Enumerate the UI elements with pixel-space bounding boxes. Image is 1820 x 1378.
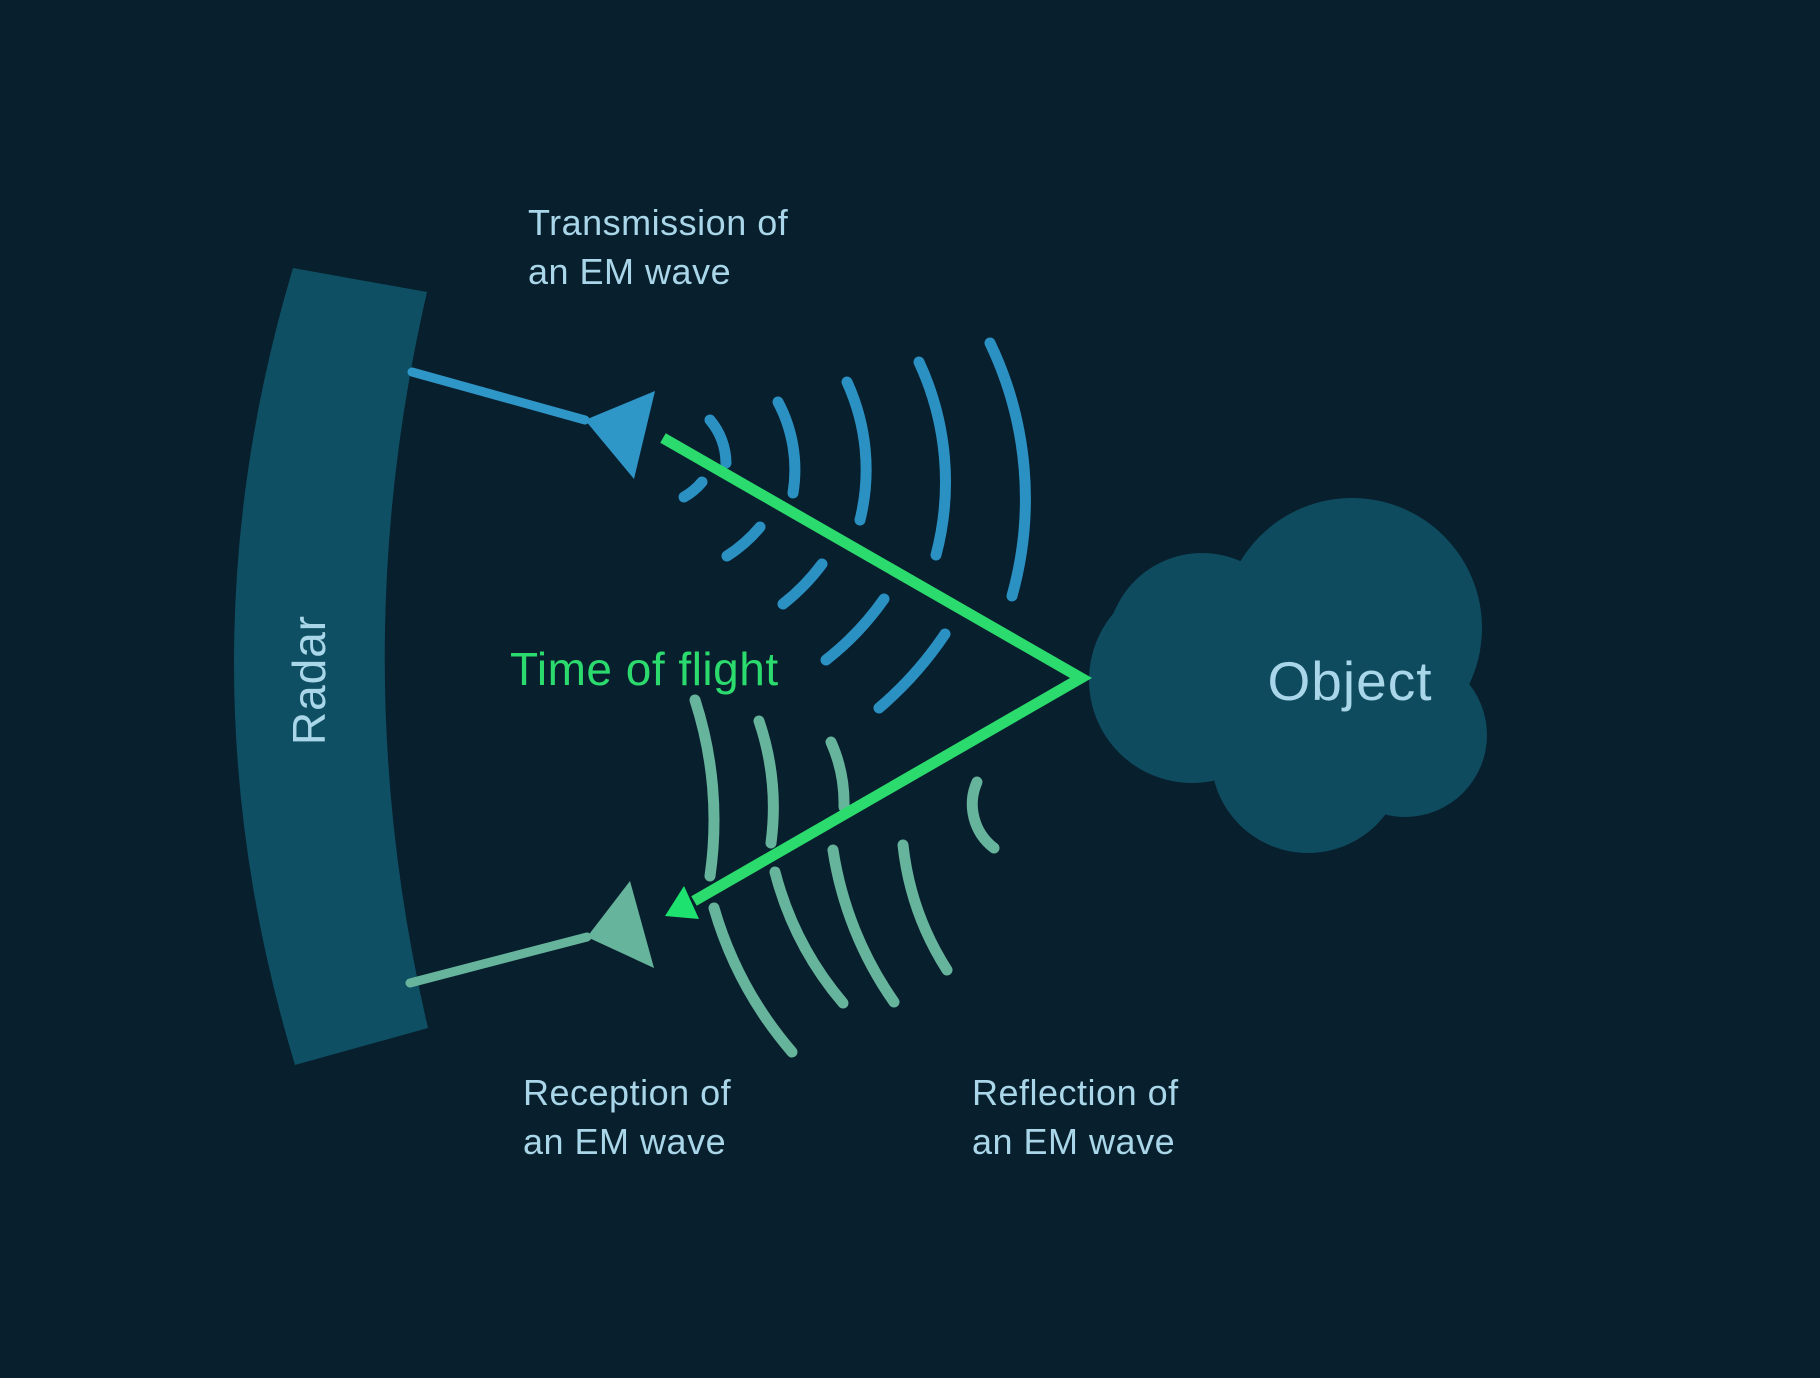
reception-label-line2: an EM wave	[523, 1121, 727, 1162]
time-of-flight-label: Time of flight	[510, 643, 779, 695]
wave-arc	[820, 593, 890, 666]
radar-label: Radar	[283, 614, 335, 746]
reflection-label: Reflection of an EM wave	[972, 1068, 1179, 1166]
wave-arc	[827, 844, 900, 1008]
wave-arc	[689, 694, 720, 882]
transmission-label: Transmission of an EM wave	[528, 198, 788, 296]
wave-arc	[753, 715, 779, 849]
reception-label-line1: Reception of	[523, 1072, 732, 1113]
wave-arc	[708, 902, 798, 1058]
flight-path-line	[660, 433, 1093, 906]
wave-arc	[873, 628, 951, 714]
reception-label: Reception of an EM wave	[523, 1068, 731, 1166]
wave-arc	[984, 337, 1031, 602]
transmit-wave-arcs	[678, 337, 1031, 714]
wave-arc	[772, 396, 801, 499]
wave-arc	[721, 521, 766, 562]
wave-arc	[913, 356, 951, 561]
transmission-label-line1: Transmission of	[528, 202, 789, 243]
wave-arc	[825, 736, 850, 813]
wave-arc	[966, 776, 1000, 854]
cloud-lobe	[1175, 585, 1385, 795]
transmit-antenna-icon	[585, 391, 655, 479]
receive-antenna-icon	[587, 881, 654, 968]
receive-feed-line	[405, 932, 592, 988]
transmission-label-line2: an EM wave	[528, 251, 732, 292]
reflect-wave-arcs	[689, 694, 1000, 1058]
wave-arc	[678, 476, 708, 503]
return-arrowhead-icon	[665, 886, 699, 919]
wave-arc	[777, 558, 828, 610]
transmit-feed-line	[407, 367, 590, 425]
reflection-label-line1: Reflection of	[972, 1072, 1179, 1113]
radar-band-shape	[233, 268, 428, 1065]
wave-arc	[769, 866, 849, 1009]
object-cloud-shape	[1089, 498, 1487, 853]
wave-arc	[841, 376, 872, 526]
object-label: Object	[1267, 650, 1433, 712]
wave-arc	[897, 839, 953, 976]
reflection-label-line2: an EM wave	[972, 1121, 1176, 1162]
wave-arc	[704, 414, 732, 469]
